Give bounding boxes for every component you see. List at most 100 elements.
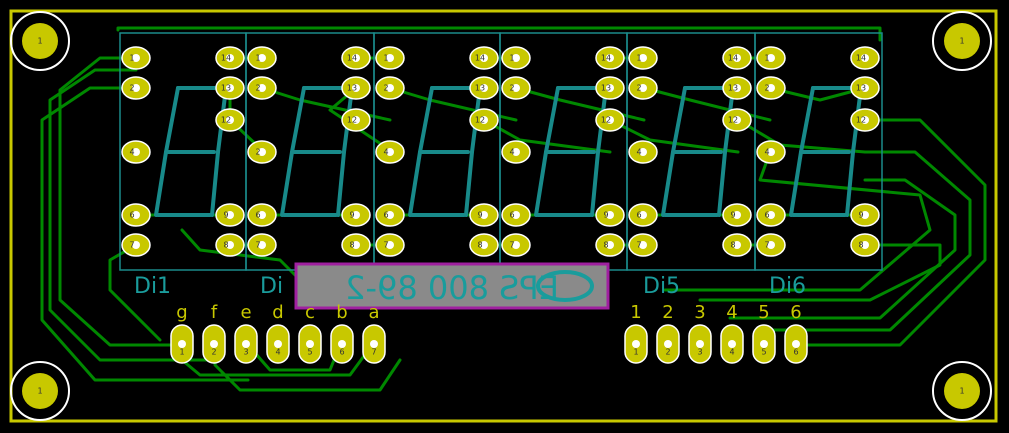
display-segment [336,150,346,217]
mount-hole: 1 [932,11,992,71]
connector-pin-number: 5 [761,348,766,357]
logo-block: EPS 800 89-2 [294,262,610,310]
display-pad: 6 [121,203,151,227]
connector-pin: 2 [656,324,680,364]
display-pad: 6 [756,203,786,227]
svg-text:13: 13 [728,84,738,93]
display-pad: 13 [215,76,245,100]
display-segment [418,86,434,154]
display-pad: 13 [595,76,625,100]
mount-hole-label: 1 [37,37,42,46]
display-label-di1: Di1 [134,274,171,299]
svg-text:14: 14 [221,54,231,63]
svg-text:12: 12 [601,116,611,125]
trace [642,86,772,122]
display-pad: 8 [850,233,880,257]
connector-pin-number: 3 [697,348,702,357]
svg-text:2: 2 [636,84,641,93]
mount-hole-label: 1 [959,37,964,46]
svg-text:13: 13 [221,84,231,93]
svg-text:6: 6 [509,211,514,220]
trace [728,178,957,320]
display-pad: 9 [722,203,752,227]
svg-text:7: 7 [383,241,388,250]
display-pad: 9 [469,203,499,227]
svg-text:2: 2 [129,84,134,93]
display-pad: 12 [341,108,371,132]
svg-text:12: 12 [856,116,866,125]
mount-hole-label: 1 [959,387,964,396]
svg-text:2: 2 [764,84,769,93]
display-pad: 14 [850,46,880,70]
display-pad: 14 [341,46,371,70]
svg-text:7: 7 [129,241,134,250]
display-pad: 8 [469,233,499,257]
svg-text:14: 14 [856,54,866,63]
display-segment [280,150,294,217]
connector-pin: 3 [234,324,258,364]
trace [108,243,162,342]
connector-pin-number: 4 [275,348,280,357]
svg-text:13: 13 [475,84,485,93]
display-pad: 13 [341,76,371,100]
display-pad: 4 [121,140,151,164]
trace [793,118,987,347]
svg-text:1: 1 [129,54,134,63]
svg-text:6: 6 [255,211,260,220]
connector-pin-number: 1 [179,348,184,357]
display-segment [154,150,168,217]
trace [48,68,217,362]
display-segment [290,86,306,154]
display-pad: 14 [469,46,499,70]
connector-pin-number: 2 [665,348,670,357]
display-segment [544,86,560,154]
display-pad: 1 [628,46,658,70]
mount-hole: 1 [10,361,70,421]
display-pad: 8 [341,233,371,257]
svg-text:1: 1 [636,54,641,63]
connector-pin: 5 [298,324,322,364]
svg-text:6: 6 [129,211,134,220]
display-pad: 4 [628,140,658,164]
connector-pin-label: 4 [726,302,737,323]
display-pad: 14 [722,46,752,70]
mount-hole-label: 1 [37,387,42,396]
display-pad: 12 [215,108,245,132]
connector-pin: 6 [784,324,808,364]
display-label-di2: Di [260,274,283,299]
display-segment [464,150,474,217]
connector-pin-label: c [305,302,315,323]
trace [663,150,932,292]
svg-text:14: 14 [728,54,738,63]
svg-text:12: 12 [221,116,231,125]
svg-text:6: 6 [636,211,641,220]
display-pad: 4 [756,140,786,164]
svg-text:13: 13 [856,84,866,93]
connector-pin: 2 [202,324,226,364]
display-pad: 7 [121,233,151,257]
connector-pin-number: 6 [793,348,798,357]
trace [758,150,972,332]
trace [514,86,646,122]
connector-pin-label: 3 [694,302,705,323]
svg-text:13: 13 [347,84,357,93]
display-pad: 9 [595,203,625,227]
svg-text:1: 1 [764,54,769,63]
display-segment [590,150,600,217]
display-segment [210,150,220,217]
connector-pin-number: 2 [211,348,216,357]
connector-pin-label: 5 [758,302,769,323]
connector-pin: 5 [752,324,776,364]
display-pad: 1 [375,46,405,70]
connector-pin-number: 6 [339,348,344,357]
display-outlines [119,32,883,271]
display-pad: 1 [247,46,277,70]
display-pad: 1 [756,46,786,70]
svg-text:7: 7 [255,241,260,250]
display-pad: 2 [121,76,151,100]
display-segment [789,150,803,217]
svg-text:7: 7 [636,241,641,250]
display-label-di5: Di5 [643,274,680,299]
display-pad: 6 [247,203,277,227]
